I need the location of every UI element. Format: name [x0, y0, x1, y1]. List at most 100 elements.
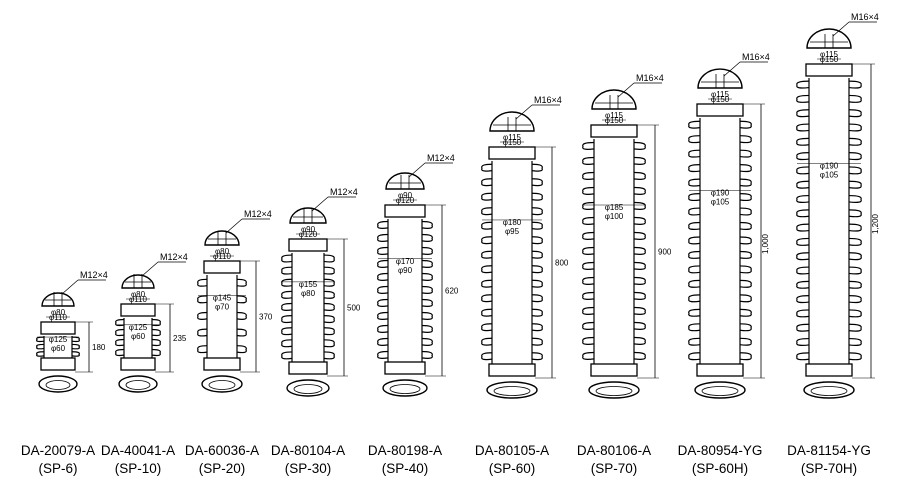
bottom-fitting-inner [810, 386, 848, 396]
shed [796, 223, 862, 232]
shed [281, 315, 335, 324]
thread-label: M16×4 [534, 95, 562, 105]
shed [582, 261, 646, 270]
shed [481, 352, 543, 361]
shed [115, 348, 161, 357]
shed [481, 323, 543, 332]
top-fitting [289, 207, 327, 224]
shed [688, 250, 752, 259]
shed [688, 279, 752, 288]
shed [481, 337, 543, 346]
top-fitting [489, 111, 535, 132]
shed [481, 265, 543, 274]
lower-end-cap [288, 361, 328, 375]
series-code: (SP-20) [199, 461, 246, 476]
shed [582, 186, 646, 195]
series-code: (SP-10) [115, 461, 162, 476]
bottom-fitting [382, 379, 428, 397]
top-fitting [41, 292, 75, 307]
shed [481, 207, 543, 216]
upper-end-cap [203, 260, 241, 274]
shed [688, 308, 752, 317]
shed-diameter-label: φ190 [820, 162, 839, 171]
bottom-fitting-inner [701, 386, 739, 396]
top-fitting [806, 28, 852, 49]
model-number: DA-80106-A [577, 443, 651, 458]
core-diameter-label: φ70 [215, 303, 230, 312]
shed [281, 278, 335, 287]
shed [281, 339, 335, 348]
thread-label: M16×4 [636, 73, 664, 83]
lower-end-cap [488, 363, 536, 377]
bottom-fitting [201, 375, 243, 393]
shed [796, 152, 862, 161]
cap-diameter-label: φ150 [605, 116, 624, 125]
lower-end-cap [696, 363, 744, 377]
shed [796, 166, 862, 175]
shed [582, 321, 646, 330]
series-code: (SP-70) [591, 461, 638, 476]
thread-label: M12×4 [244, 209, 272, 219]
series-code: (SP-70H) [801, 461, 857, 476]
cap-diameter-label: φ150 [820, 55, 839, 64]
shed [796, 209, 862, 218]
top-diameter-label: φ115 [711, 90, 729, 99]
shed [481, 279, 543, 288]
cap-diameter-label: φ150 [503, 138, 522, 147]
shed-diameter-label: φ185 [605, 203, 624, 212]
shed [796, 266, 862, 275]
core-diameter-label: φ90 [398, 266, 413, 275]
cap-diameter-label: φ110 [213, 252, 231, 261]
height-label: 235 [173, 334, 187, 343]
top-diameter-label: φ80 [51, 308, 66, 317]
top-diameter-label: φ90 [301, 225, 316, 234]
shed [582, 201, 646, 210]
shed [688, 221, 752, 230]
bottom-fitting-inner [595, 386, 633, 396]
shed [281, 290, 335, 299]
shed [377, 298, 433, 307]
bottom-fitting-inner [208, 380, 236, 390]
shed [688, 149, 752, 158]
thread-label: M12×4 [160, 252, 188, 262]
model-number: DA-80104-A [271, 443, 345, 458]
shed [688, 120, 752, 129]
shed [115, 338, 161, 347]
shed [377, 285, 433, 294]
shed [796, 280, 862, 289]
cap-diameter-label: φ110 [129, 295, 147, 304]
shed [377, 350, 433, 359]
bottom-fitting-inner [389, 384, 421, 394]
lower-end-cap [120, 357, 156, 371]
height-label: 1,200 [871, 213, 880, 234]
shed [688, 265, 752, 274]
shed [796, 337, 862, 346]
model-number: DA-20079-A [21, 443, 95, 458]
shed [796, 323, 862, 332]
shed [582, 216, 646, 225]
bottom-fitting [694, 381, 746, 399]
shed [796, 80, 862, 89]
core-diameter-label: φ95 [505, 227, 520, 236]
shed [582, 246, 646, 255]
shed [377, 233, 433, 242]
cap-diameter-label: φ120 [396, 196, 415, 205]
shed [36, 336, 80, 343]
shed [796, 237, 862, 246]
shed [481, 236, 543, 245]
bottom-fitting [803, 381, 855, 399]
shed [281, 254, 335, 263]
shed [36, 351, 80, 357]
model-number: DA-80198-A [368, 443, 442, 458]
shed [582, 276, 646, 285]
thread-leader [515, 104, 533, 120]
thread-label: M12×4 [330, 187, 358, 197]
shed [281, 351, 335, 360]
bottom-fitting-inner [493, 386, 531, 396]
shed [688, 323, 752, 332]
shed [582, 351, 646, 360]
shed [688, 352, 752, 361]
shed [377, 324, 433, 333]
